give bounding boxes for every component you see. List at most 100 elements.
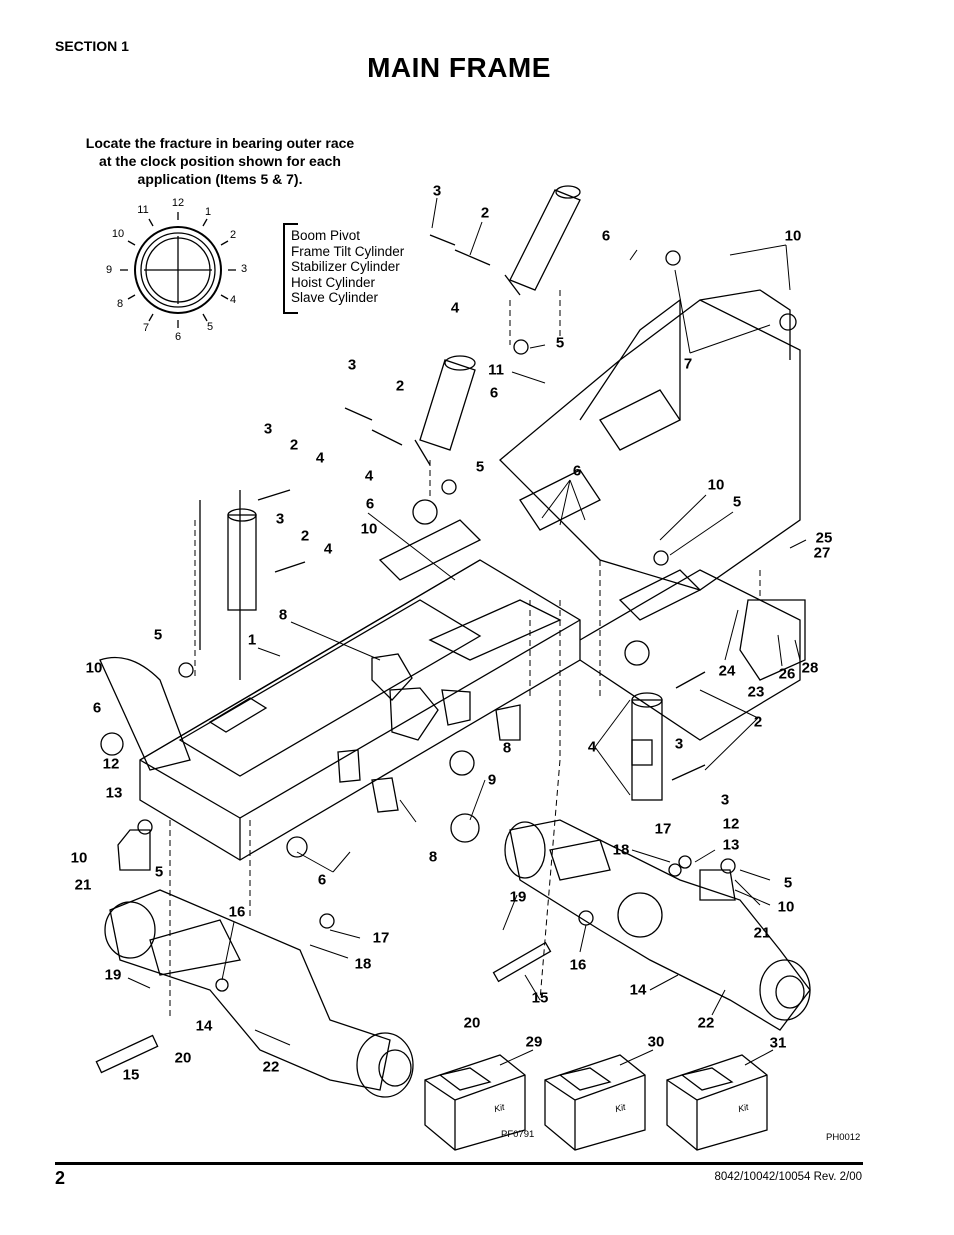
callout-number: 30 xyxy=(647,1033,665,1051)
callout-number: 2 xyxy=(480,204,490,222)
callout-number: 5 xyxy=(475,458,485,476)
callout-number: 12 xyxy=(102,755,120,773)
callout-number: 10 xyxy=(85,659,103,677)
callout-number: 4 xyxy=(364,467,374,485)
callout-number: 18 xyxy=(612,841,630,859)
bearing-note-line: application (Items 5 & 7). xyxy=(137,171,303,187)
callout-number: 28 xyxy=(801,659,819,677)
callout-number: 20 xyxy=(463,1014,481,1032)
callout-number: 3 xyxy=(674,735,684,753)
callout-number: 2 xyxy=(753,713,763,731)
kit-box-29 xyxy=(424,1054,526,1151)
callout-number: 6 xyxy=(489,384,499,402)
clock-label-4: 4 xyxy=(229,294,237,306)
callout-number: 23 xyxy=(747,683,765,701)
callout-number: 26 xyxy=(778,665,796,683)
callout-number: 11 xyxy=(488,361,504,379)
callout-number: 21 xyxy=(753,924,771,942)
callout-number: 3 xyxy=(275,510,285,528)
callout-number: 27 xyxy=(813,544,831,562)
callout-number: 16 xyxy=(228,903,246,921)
bearing-clock-dial xyxy=(120,212,236,328)
callout-number: 4 xyxy=(315,449,325,467)
callout-number: 22 xyxy=(262,1058,280,1076)
footer-rule xyxy=(55,1162,863,1165)
callout-number: 3 xyxy=(347,356,357,374)
callout-leaders xyxy=(127,197,807,1066)
callout-number: 6 xyxy=(317,871,327,889)
clock-label-2: 2 xyxy=(229,229,237,241)
kit-box-31 xyxy=(666,1054,768,1151)
callout-number: 13 xyxy=(105,784,123,802)
callout-number: 16 xyxy=(569,956,587,974)
axle-right xyxy=(504,819,811,1031)
callout-number: 6 xyxy=(601,227,611,245)
callout-number: 5 xyxy=(555,334,565,352)
cylinder-left xyxy=(199,490,257,680)
callout-number: 25 xyxy=(815,529,833,547)
callout-number: 10 xyxy=(360,520,378,538)
page-title: MAIN FRAME xyxy=(367,52,551,83)
callout-number: 4 xyxy=(587,738,597,756)
section-label: SECTION 1 xyxy=(55,38,129,54)
callout-number: 15 xyxy=(122,1066,140,1084)
axle-left xyxy=(104,889,414,1098)
callout-number: 5 xyxy=(154,863,164,881)
callout-number: 17 xyxy=(654,820,672,838)
callout-number: 2 xyxy=(289,436,299,454)
callout-number: 3 xyxy=(720,791,730,809)
callout-number: 8 xyxy=(278,606,288,624)
callout-number: 4 xyxy=(450,299,460,317)
callout-number: 3 xyxy=(432,182,442,200)
application-item: Hoist Cylinder xyxy=(291,274,376,290)
callout-number: 5 xyxy=(783,874,793,892)
application-item: Boom Pivot xyxy=(291,228,361,243)
figure-id-left: PF0791 xyxy=(501,1129,535,1140)
bushings xyxy=(100,250,797,992)
callout-number: 18 xyxy=(354,955,372,973)
callout-number: 10 xyxy=(777,898,795,916)
callout-number: 13 xyxy=(722,836,740,854)
callout-number: 3 xyxy=(263,420,273,438)
page-number: 2 xyxy=(55,1168,66,1188)
cylinder-right xyxy=(631,692,663,801)
callout-number: 14 xyxy=(195,1017,213,1035)
callout-number: 10 xyxy=(707,476,725,494)
callout-number: 4 xyxy=(323,540,333,558)
callout-number: 7 xyxy=(683,355,693,373)
callout-number: 5 xyxy=(153,626,163,644)
bearing-note: Locate the fracture in bearing outer rac… xyxy=(60,134,380,188)
application-item: Frame Tilt Cylinder xyxy=(291,243,405,259)
callout-number: 6 xyxy=(92,699,102,717)
callout-number: 22 xyxy=(697,1014,715,1032)
clock-label-12: 12 xyxy=(171,197,185,209)
callout-number: 6 xyxy=(365,495,375,513)
cylinder-top xyxy=(504,185,581,296)
callout-number: 9 xyxy=(487,771,497,789)
clock-label-5: 5 xyxy=(206,321,214,333)
cylinder-middle xyxy=(414,355,476,466)
bearing-note-line: at the clock position shown for each xyxy=(99,153,341,169)
application-list: Boom Pivot Frame Tilt Cylinder Stabilize… xyxy=(291,228,404,306)
assembly-guide-lines xyxy=(169,290,761,1020)
figure-id-right: PH0012 xyxy=(826,1132,861,1143)
callout-number: 31 xyxy=(769,1034,787,1052)
application-item: Stabilizer Cylinder xyxy=(291,259,400,274)
clock-label-6: 6 xyxy=(174,331,182,343)
clock-label-10: 10 xyxy=(111,228,125,240)
callout-number: 8 xyxy=(502,739,512,757)
callout-number: 29 xyxy=(525,1033,543,1051)
callout-number: 2 xyxy=(300,527,310,545)
clock-label-8: 8 xyxy=(116,298,124,310)
kit-box-30 xyxy=(544,1054,646,1151)
main-frame-body xyxy=(99,289,801,861)
clock-label-1: 1 xyxy=(204,206,212,218)
callout-number: 20 xyxy=(174,1049,192,1067)
callout-number: 15 xyxy=(531,989,549,1007)
callout-number: 21 xyxy=(74,876,92,894)
bearing-note-line: Locate the fracture in bearing outer rac… xyxy=(85,135,355,151)
callout-number: 10 xyxy=(70,849,88,867)
clock-label-9: 9 xyxy=(105,264,113,276)
callout-number: 12 xyxy=(722,815,740,833)
